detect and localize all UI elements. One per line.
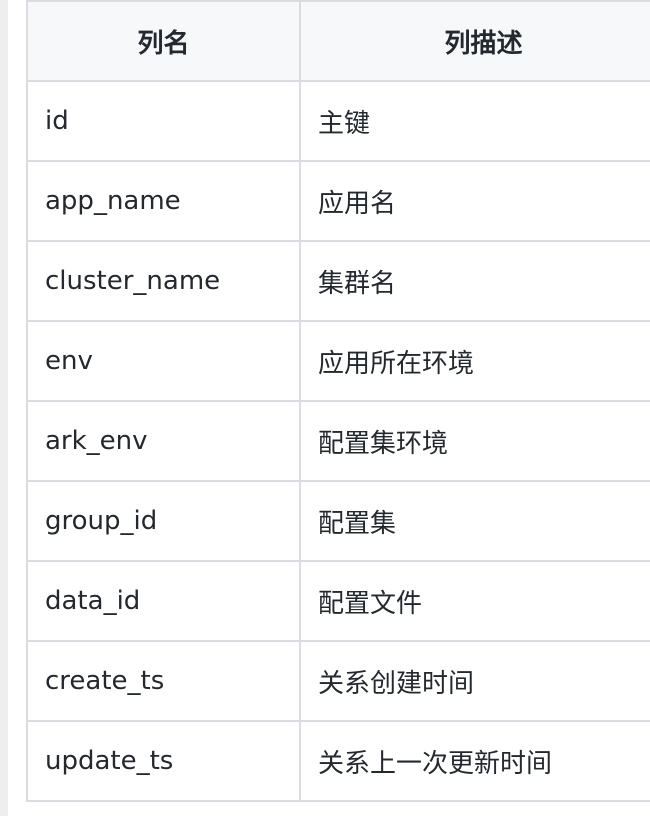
column-description-table: 列名 列描述 id 主键 app_name 应用名 cluster_name 集… xyxy=(26,0,650,802)
column-name-cell: cluster_name xyxy=(26,240,301,322)
column-name-cell: update_ts xyxy=(26,720,301,802)
table-row: ark_env 配置集环境 xyxy=(26,400,650,482)
header-column-description: 列描述 xyxy=(299,0,650,82)
table-row: cluster_name 集群名 xyxy=(26,240,650,322)
column-description-cell: 配置集环境 xyxy=(299,400,650,482)
column-description-cell: 应用名 xyxy=(299,160,650,242)
table-row: update_ts 关系上一次更新时间 xyxy=(26,720,650,802)
column-description-cell: 配置集 xyxy=(299,480,650,562)
table-row: create_ts 关系创建时间 xyxy=(26,640,650,722)
column-name-cell: create_ts xyxy=(26,640,301,722)
column-name-cell: data_id xyxy=(26,560,301,642)
column-name-cell: env xyxy=(26,320,301,402)
column-name-cell: id xyxy=(26,80,301,162)
column-name-cell: ark_env xyxy=(26,400,301,482)
table-header-row: 列名 列描述 xyxy=(26,0,650,82)
table-row: id 主键 xyxy=(26,80,650,162)
table-row: app_name 应用名 xyxy=(26,160,650,242)
column-description-cell: 集群名 xyxy=(299,240,650,322)
column-description-cell: 配置文件 xyxy=(299,560,650,642)
column-description-cell: 关系上一次更新时间 xyxy=(299,720,650,802)
table-row: group_id 配置集 xyxy=(26,480,650,562)
column-description-cell: 应用所在环境 xyxy=(299,320,650,402)
table-row: data_id 配置文件 xyxy=(26,560,650,642)
page-left-border xyxy=(0,0,8,816)
column-description-cell: 主键 xyxy=(299,80,650,162)
column-description-cell: 关系创建时间 xyxy=(299,640,650,722)
header-column-name: 列名 xyxy=(26,0,301,82)
column-name-cell: app_name xyxy=(26,160,301,242)
column-name-cell: group_id xyxy=(26,480,301,562)
table-row: env 应用所在环境 xyxy=(26,320,650,402)
